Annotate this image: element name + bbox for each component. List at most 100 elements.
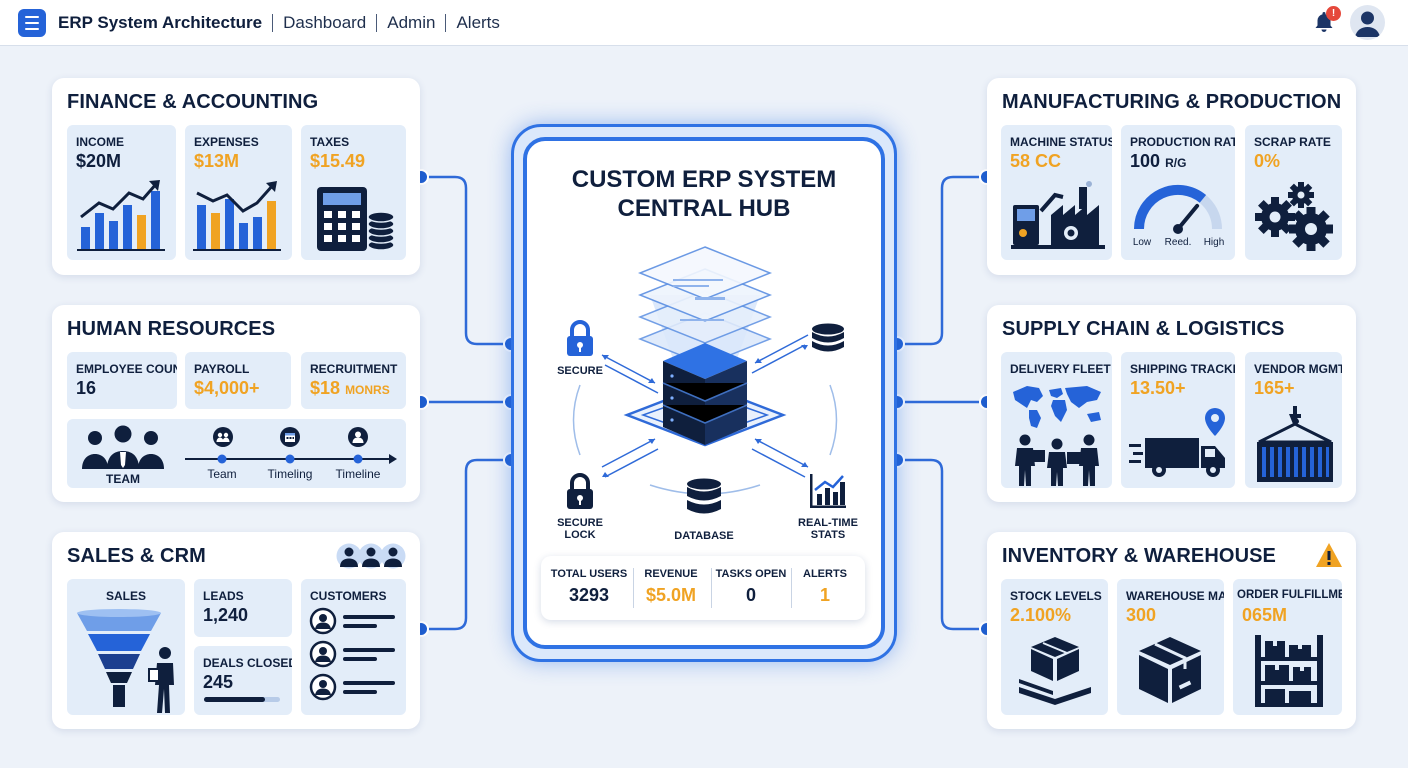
hub-title: CUSTOM ERP SYSTEM CENTRAL HUB — [523, 165, 885, 223]
menu-icon[interactable] — [18, 8, 46, 37]
team-icon — [82, 425, 164, 469]
hub-title-line-2: CENTRAL HUB — [617, 195, 791, 222]
team-timeline-tile[interactable]: TEAM Team Timeling Timeline — [67, 419, 406, 488]
stat-tasks-open-value: 0 — [745, 585, 756, 605]
hr-panel: HUMAN RESOURCES EMPLOYEE COUNT 16 PAYROL… — [52, 305, 420, 502]
stat-tasks-open[interactable]: TASKS OPEN 0 — [713, 568, 789, 606]
delivery-fleet-tile[interactable]: DELIVERY FLEET — [1001, 352, 1112, 488]
stat-revenue-label: REVENUE — [644, 568, 698, 580]
group-avatars-icon — [336, 543, 406, 569]
stock-levels-value: 2.100% — [1010, 605, 1072, 625]
stat-divider — [633, 568, 634, 608]
order-fulfillment-value: 065M — [1242, 605, 1288, 625]
recruitment-value: $18 MONRS — [310, 378, 390, 399]
hub-title-line-1: CUSTOM ERP SYSTEM — [571, 166, 837, 193]
taxes-tile[interactable]: TAXES $15.49 — [301, 125, 406, 260]
machine-status-tile[interactable]: MACHINE STATUS 58 CC — [1001, 125, 1112, 260]
recruitment-tile[interactable]: RECRUITMENT $18 MONRS — [301, 352, 406, 409]
customers-label: CUSTOMERS — [310, 589, 387, 603]
stat-total-users[interactable]: TOTAL USERS 3293 — [549, 568, 629, 606]
warehouse-map-tile[interactable]: WAREHOUSE MAP 300 — [1117, 579, 1224, 715]
shipping-tracking-label: SHIPPING TRACKING — [1130, 362, 1235, 376]
user-avatar-icon — [1355, 11, 1380, 37]
bar-chart-line-icon — [193, 181, 281, 251]
warning-icon[interactable] — [1315, 542, 1343, 568]
stat-divider — [791, 568, 792, 608]
customers-tile[interactable]: CUSTOMERS — [301, 579, 406, 715]
scrap-rate-tile[interactable]: SCRAP RATE 0% — [1245, 125, 1342, 260]
delivery-fleet-label: DELIVERY FLEET — [1010, 362, 1111, 376]
machine-status-label: MACHINE STATUS — [1010, 135, 1112, 149]
nav-alerts[interactable]: Alerts — [456, 12, 500, 32]
production-rate-number: 100 — [1130, 151, 1161, 171]
customer-list-icon — [309, 607, 395, 701]
deals-closed-value: 245 — [203, 672, 234, 692]
database-icon — [687, 478, 721, 514]
production-rate-unit: R/G — [1165, 156, 1187, 170]
shipping-tracking-tile[interactable]: SHIPPING TRACKING 13.50+ — [1121, 352, 1235, 488]
app-title: ERP System Architecture — [58, 12, 263, 32]
stock-levels-tile[interactable]: STOCK LEVELS 2.100% — [1001, 579, 1108, 715]
gauge-mid-label: Reed. — [1164, 237, 1192, 248]
nav-dashboard[interactable]: Dashboard — [283, 12, 367, 32]
notification-badge: ! — [1326, 6, 1341, 21]
order-fulfillment-tile[interactable]: ORDER FULFILLMENT 065M — [1233, 579, 1342, 715]
database-label: DATABASE — [674, 530, 734, 542]
supply-title: SUPPLY CHAIN & LOGISTICS — [1002, 318, 1285, 340]
recruitment-amount: $18 — [310, 378, 341, 398]
expenses-value: $13M — [194, 151, 240, 171]
payroll-value: $4,000+ — [194, 378, 260, 398]
nav-divider — [272, 13, 274, 32]
leads-value: 1,240 — [203, 605, 249, 625]
scrap-rate-label: SCRAP RATE — [1254, 135, 1331, 149]
realtime-stats-icon — [810, 474, 846, 508]
realtime-stats-label-line-2: STATS — [810, 529, 846, 541]
stock-levels-label: STOCK LEVELS — [1010, 589, 1102, 603]
stat-divider — [711, 568, 712, 608]
sales-funnel-tile[interactable]: SALES — [67, 579, 185, 715]
stacked-boxes-icon — [1019, 637, 1091, 705]
finance-panel: FINANCE & ACCOUNTING INCOME $20M EXPENSE… — [52, 78, 420, 275]
vendor-mgmt-tile[interactable]: VENDOR MGMT 165+ — [1245, 352, 1342, 488]
realtime-stats-label: REAL-TIME STATS — [790, 517, 866, 541]
leads-label: LEADS — [203, 589, 244, 603]
order-fulfillment-label: ORDER FULFILLMENT — [1237, 589, 1342, 601]
income-tile[interactable]: INCOME $20M — [67, 125, 176, 260]
gauge-icon — [1133, 184, 1222, 234]
person-step-icon — [348, 427, 368, 447]
delivery-truck-icon — [1129, 438, 1225, 477]
secure-label: SECURE — [557, 365, 603, 377]
leads-tile[interactable]: LEADS 1,240 — [194, 579, 292, 637]
nav-divider — [445, 13, 447, 32]
stat-revenue[interactable]: REVENUE $5.0M — [635, 568, 707, 606]
sales-title: SALES & CRM — [67, 545, 206, 567]
timeline-step-timeling: Timeling — [267, 467, 313, 481]
stat-alerts-label: ALERTS — [803, 568, 847, 580]
hr-title: HUMAN RESOURCES — [67, 318, 276, 340]
taxes-value: $15.49 — [310, 151, 366, 171]
stat-alerts[interactable]: ALERTS 1 — [793, 568, 857, 606]
payroll-tile[interactable]: PAYROLL $4,000+ — [185, 352, 291, 409]
production-rate-tile[interactable]: PRODUCTION RATE 100 R/G Low Reed. High — [1121, 125, 1235, 260]
income-value: $20M — [76, 151, 122, 171]
realtime-stats-label-line-1: REAL-TIME — [798, 517, 858, 529]
payroll-label: PAYROLL — [194, 362, 250, 376]
supply-panel: SUPPLY CHAIN & LOGISTICS DELIVERY FLEET — [987, 305, 1356, 502]
data-layers-icon — [637, 246, 773, 366]
expenses-tile[interactable]: EXPENSES $13M — [185, 125, 292, 260]
user-avatar[interactable] — [1350, 5, 1385, 40]
timeline-step-timeline: Timeline — [335, 467, 381, 481]
income-label: INCOME — [76, 135, 124, 149]
nav-admin[interactable]: Admin — [387, 12, 436, 32]
deals-closed-tile[interactable]: DEALS CLOSED 245 — [194, 646, 292, 715]
deals-progress-track — [204, 697, 280, 702]
employee-count-tile[interactable]: EMPLOYEE COUNT 16 — [67, 352, 177, 409]
calendar-step-icon — [280, 427, 300, 447]
sales-label: SALES — [105, 589, 146, 603]
bar-chart-up-icon — [77, 180, 165, 251]
gears-icon — [1255, 182, 1333, 251]
inventory-panel: INVENTORY & WAREHOUSE STOCK LEVELS 2.100… — [987, 532, 1356, 729]
inventory-title: INVENTORY & WAREHOUSE — [1002, 545, 1276, 567]
stat-tasks-open-label: TASKS OPEN — [715, 568, 787, 580]
server-stack-icon — [662, 343, 748, 445]
